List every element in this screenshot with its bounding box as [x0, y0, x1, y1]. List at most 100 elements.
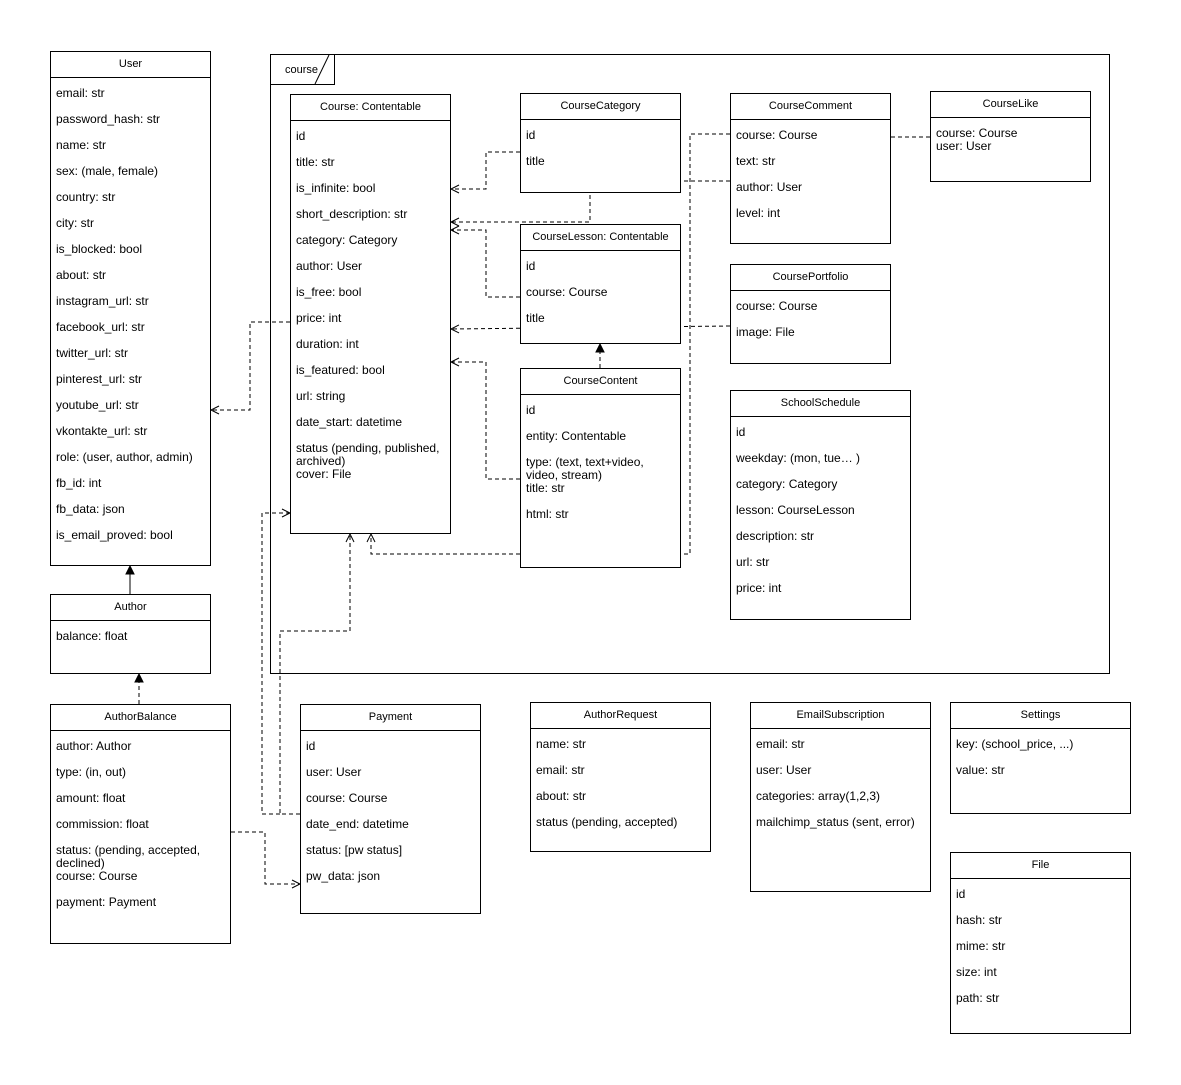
class-title: AuthorRequest	[531, 703, 710, 729]
class-field: about: str	[56, 268, 107, 282]
class-field: amount: float	[56, 791, 126, 805]
class-field: user: User	[756, 763, 812, 777]
class-field: status (pending, accepted)	[536, 815, 678, 829]
class-field: facebook_url: str	[56, 320, 145, 334]
class-field: mailchimp_status (sent, error)	[756, 815, 915, 829]
class-course-comment[interactable]: CourseComment course: Course text: str auth…	[730, 93, 891, 244]
class-field: email: str	[536, 763, 585, 777]
class-field: id	[956, 887, 966, 901]
class-field: name: str	[536, 737, 587, 751]
package-label: course	[271, 55, 336, 85]
class-field: balance: float	[56, 629, 128, 643]
edge-line	[451, 361, 520, 480]
class-field: twitter_url: str	[56, 346, 129, 360]
class-field: is_email_proved: bool	[56, 528, 173, 542]
class-title: Author	[51, 595, 210, 621]
class-field: status: (pending, accepted, declined)	[56, 843, 201, 870]
edge-arrowhead	[134, 672, 144, 683]
class-field: cover: File	[296, 467, 352, 481]
class-author-request[interactable]: AuthorRequest name: str email: str about: s…	[530, 702, 711, 852]
class-field: hash: str	[956, 913, 1003, 927]
class-field: is_featured: bool	[296, 363, 385, 377]
class-field: duration: int	[296, 337, 359, 351]
class-field: title: str	[296, 155, 335, 169]
class-fields: name: str email: str about: str status (pen…	[531, 729, 710, 842]
edge-course-category-to-course	[449, 151, 520, 194]
edge-course-to-user	[209, 321, 290, 415]
class-field: is_free: bool	[296, 285, 362, 299]
edge-arrowhead	[449, 217, 460, 227]
class-field: author: User	[736, 180, 803, 194]
class-field: user: User	[936, 139, 992, 153]
class-field: password_hash: str	[56, 112, 161, 126]
class-field: is_infinite: bool	[296, 181, 376, 195]
edge-arrowhead	[209, 405, 220, 415]
class-field: author: Author	[56, 739, 132, 753]
class-field: course: Course	[736, 128, 818, 142]
class-field: short_description: str	[296, 207, 408, 221]
class-title: User	[51, 52, 210, 78]
class-field: type: (in, out)	[56, 765, 127, 779]
class-field: email: str	[56, 86, 105, 100]
class-field: date_end: datetime	[306, 817, 409, 831]
class-field: text: str	[736, 154, 776, 168]
edge-line	[279, 534, 351, 815]
edge-arrowhead	[449, 357, 460, 367]
class-field: image: File	[736, 325, 795, 339]
edge-payment-to-course	[279, 532, 355, 815]
class-field: id	[526, 403, 536, 417]
class-field: id	[736, 425, 746, 439]
edge-arrowhead	[449, 324, 460, 334]
edge-arrowhead	[345, 532, 355, 543]
class-field: level: int	[736, 206, 781, 220]
package-course: course	[270, 54, 1110, 674]
class-title: Settings	[951, 703, 1130, 729]
class-field: description: str	[736, 529, 815, 543]
class-author[interactable]: Author balance: float	[50, 594, 211, 674]
class-field: pw_data: json	[306, 869, 381, 883]
class-field: lesson: CourseLesson	[736, 503, 855, 517]
class-title: CoursePortfolio	[731, 265, 890, 291]
class-field: category: Category	[296, 233, 398, 247]
class-field: course: Course	[526, 285, 608, 299]
edge-arrowhead	[366, 532, 376, 543]
edge-line	[231, 831, 300, 885]
class-field: youtube_url: str	[56, 398, 139, 412]
class-field: weekday: (mon, tue… )	[736, 451, 861, 465]
class-field: value: str	[956, 763, 1005, 777]
edge-line	[451, 151, 520, 190]
class-title: File	[951, 853, 1130, 879]
class-field: id	[296, 129, 306, 143]
class-field: course: Course	[56, 869, 138, 883]
edge-author-to-user	[125, 564, 135, 594]
class-title: CourseComment	[731, 94, 890, 120]
class-field: about: str	[536, 789, 587, 803]
class-field: fb_data: json	[56, 502, 125, 516]
class-field: course: Course	[306, 791, 388, 805]
class-field: url: str	[736, 555, 770, 569]
class-field: price: int	[296, 311, 342, 325]
class-field: instagram_url: str	[56, 294, 149, 308]
